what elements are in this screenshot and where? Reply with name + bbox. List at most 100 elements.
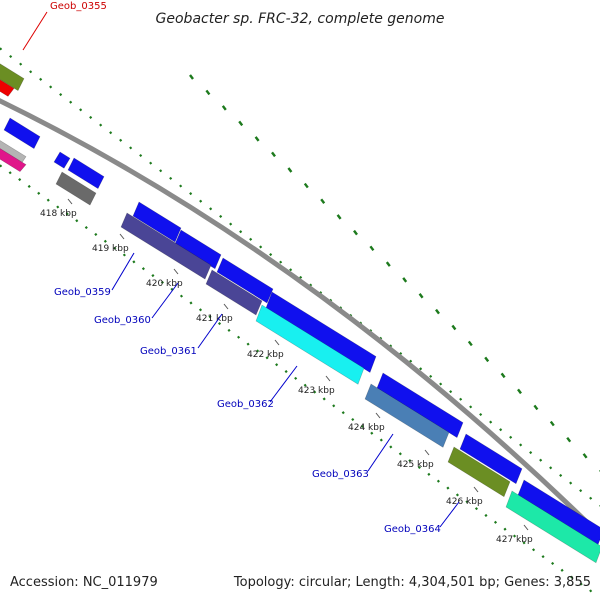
inner-dot [503, 527, 507, 531]
gene-label-leader [439, 501, 460, 528]
outer-dot [559, 473, 563, 477]
inner-dot [370, 431, 374, 435]
outer-dot [259, 245, 263, 249]
gene-feature-cds [132, 201, 182, 243]
tick-label: 421 kbp [196, 314, 233, 324]
outer-dot [169, 176, 173, 180]
inner-dot [398, 452, 402, 456]
inner-dot [417, 465, 421, 470]
gene-feature-steel [364, 383, 450, 448]
gene-label[interactable]: Geob_0360 [94, 315, 151, 326]
inner-dot [484, 513, 488, 518]
outer-dot [0, 47, 3, 51]
outer-dot [529, 451, 533, 455]
inner-dot [532, 548, 536, 552]
outer-dot [389, 344, 393, 348]
inner-dot [94, 232, 98, 236]
gene-feature-cds [216, 257, 274, 304]
inner-dot [103, 239, 107, 243]
outer-dash [517, 388, 522, 395]
inner-dot [132, 260, 136, 264]
gene-label-leader [22, 11, 48, 51]
inner-dot [541, 555, 545, 559]
outer-dot [539, 458, 543, 462]
map-title: Geobacter sp. FRC-32, complete genome [156, 11, 445, 27]
inner-dot [18, 178, 22, 182]
outer-dot [249, 237, 253, 241]
outer-dash [533, 404, 539, 411]
gene-feature-red [0, 79, 15, 97]
gene-label[interactable]: Geob_0362 [217, 399, 274, 410]
gene-label[interactable]: Geob_0364 [384, 524, 441, 535]
outer-dot [139, 153, 143, 158]
outer-dot [289, 268, 293, 272]
tick-mark [473, 486, 479, 493]
outer-dot [579, 489, 583, 493]
inner-dot [237, 335, 241, 339]
inner-dot [151, 274, 155, 278]
tick-mark [223, 303, 229, 310]
inner-dot [189, 301, 193, 305]
tick-mark [325, 375, 331, 382]
outer-dot [519, 443, 523, 447]
gene-features [0, 63, 600, 564]
outer-dot [299, 275, 303, 279]
outer-dash [221, 105, 227, 111]
gene-label[interactable]: Geob_0363 [312, 469, 369, 480]
outer-dot [149, 161, 153, 165]
inner-dot [570, 575, 574, 579]
inner-dot [379, 438, 383, 442]
tick-mark [375, 412, 381, 419]
gene-feature-gray [55, 171, 97, 206]
outer-dot [49, 85, 53, 89]
gene-feature-cds [459, 433, 523, 485]
outer-dash [500, 372, 506, 379]
outer-dot [189, 192, 193, 196]
inner-dot [294, 376, 298, 380]
outer-dash [353, 229, 358, 236]
inner-dot [322, 397, 326, 401]
gene-label[interactable]: Geob_0359 [54, 287, 111, 298]
outer-dash [435, 308, 440, 315]
inner-dot [427, 472, 431, 476]
inner-dot [179, 294, 184, 298]
tick-label: 426 kbp [446, 497, 483, 507]
outer-dash [320, 198, 326, 204]
inner-dot [84, 226, 88, 230]
outer-dot [29, 70, 33, 74]
outer-dot [409, 359, 413, 363]
outer-dot [39, 77, 43, 81]
genome-summary-label: Topology: circular; Length: 4,304,501 bp… [233, 575, 591, 590]
gene-label-leader [367, 433, 394, 472]
outer-dash [484, 356, 490, 363]
outer-dot [209, 207, 213, 211]
inner-dot [303, 383, 307, 387]
outer-dot [399, 352, 403, 356]
gene-label-leader [197, 313, 223, 349]
inner-dot [0, 164, 3, 168]
gene-label[interactable]: Geob_0361 [140, 346, 197, 357]
inner-dot [560, 568, 564, 572]
outer-dash [336, 214, 342, 220]
gene-label-leader [111, 252, 135, 291]
outer-dot [459, 397, 463, 401]
tick-label: 423 kbp [298, 386, 335, 396]
gene-label-leader [269, 365, 298, 403]
outer-dot [309, 283, 313, 287]
tick-label: 419 kbp [92, 244, 129, 254]
outer-dot [469, 405, 473, 409]
gene-feature-olive [447, 446, 511, 498]
inner-dot [351, 417, 355, 422]
outer-dash [402, 277, 408, 283]
inner-dot [113, 246, 117, 250]
inner-dot [265, 356, 269, 360]
outer-dot [429, 374, 433, 378]
inner-dot [160, 280, 164, 284]
inner-dot [493, 520, 498, 524]
outer-dash [467, 340, 473, 347]
gene-label[interactable]: Geob_0355 [50, 1, 107, 12]
outer-dot [439, 382, 443, 386]
inner-dot [465, 500, 469, 504]
